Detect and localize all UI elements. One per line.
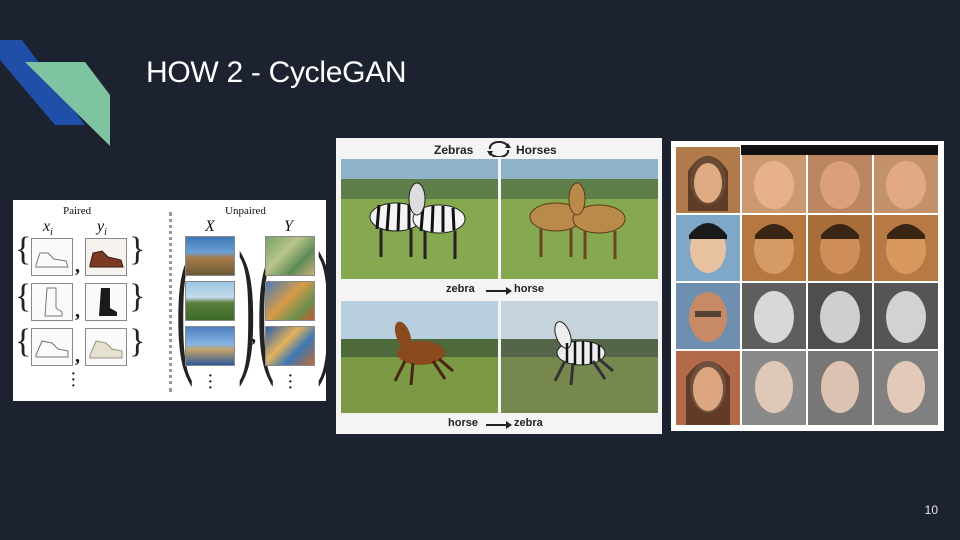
right-brace: } (129, 231, 146, 268)
zebra-horse-figure: Zebras Horses (336, 138, 662, 434)
zebras-photo (341, 159, 498, 279)
dotted-divider (169, 212, 172, 392)
sneaker-photo-thumb (85, 328, 127, 366)
shoe-photo-thumb (85, 238, 127, 276)
corner-decoration (0, 40, 110, 146)
face-row (676, 215, 938, 281)
zebras-label: Zebras (434, 143, 474, 157)
arrow-right-icon (486, 287, 512, 295)
sneaker-sketch-thumb (31, 328, 73, 366)
unpaired-label: Unpaired (225, 205, 266, 217)
pair-comma: , (75, 345, 80, 367)
painting-thumb (265, 326, 315, 366)
horse-label: horse (448, 417, 478, 429)
face-translation-grid (671, 141, 944, 431)
zebra-label: zebra (446, 283, 475, 295)
vertical-ellipsis: ··· (208, 369, 213, 396)
page-number: 10 (924, 503, 938, 517)
landscape-photo-thumb (185, 281, 235, 321)
set-comma: , (251, 325, 256, 347)
horses-label: Horses (516, 143, 557, 157)
boot-sketch-thumb (31, 283, 73, 321)
xi-label: xi (43, 218, 53, 239)
face-row (676, 147, 938, 213)
vertical-ellipsis: ··· (288, 369, 293, 396)
set-x-label: X (205, 218, 215, 235)
right-brace: } (129, 323, 146, 360)
right-brace: } (129, 278, 146, 315)
set-x-right-paren: ) (238, 222, 256, 388)
landscape-photo-thumb (185, 236, 235, 276)
paired-unpaired-figure: Paired Unpaired xi yi X Y { , } { , } { … (13, 200, 326, 401)
zebra-label: zebra (514, 417, 543, 429)
landscape-photo-thumb (185, 326, 235, 366)
painting-thumb (265, 236, 315, 276)
left-brace: { (15, 231, 32, 268)
set-y-right-paren: ) (317, 230, 326, 380)
horse-running-photo (341, 301, 498, 413)
painting-thumb (265, 281, 315, 321)
vertical-ellipsis: ··· (71, 367, 76, 394)
left-brace: { (15, 323, 32, 360)
arrow-right-icon (486, 421, 512, 429)
faces-image (671, 141, 944, 431)
paired-label: Paired (63, 205, 92, 217)
horse-label: horse (514, 283, 544, 295)
left-brace: { (15, 278, 32, 315)
yi-label: yi (97, 218, 107, 239)
slide-title: HOW 2 - CycleGAN (146, 56, 407, 89)
set-y-label: Y (284, 218, 293, 235)
zebra-running-photo (501, 301, 658, 413)
pair-comma: , (75, 255, 80, 277)
boot-photo-thumb (85, 283, 127, 321)
shoe-sketch-thumb (31, 238, 73, 276)
face-row (676, 351, 938, 425)
face-row (676, 283, 938, 349)
horses-photo (501, 159, 658, 279)
pair-comma: , (75, 300, 80, 322)
cycle-arrows-icon (487, 141, 511, 157)
